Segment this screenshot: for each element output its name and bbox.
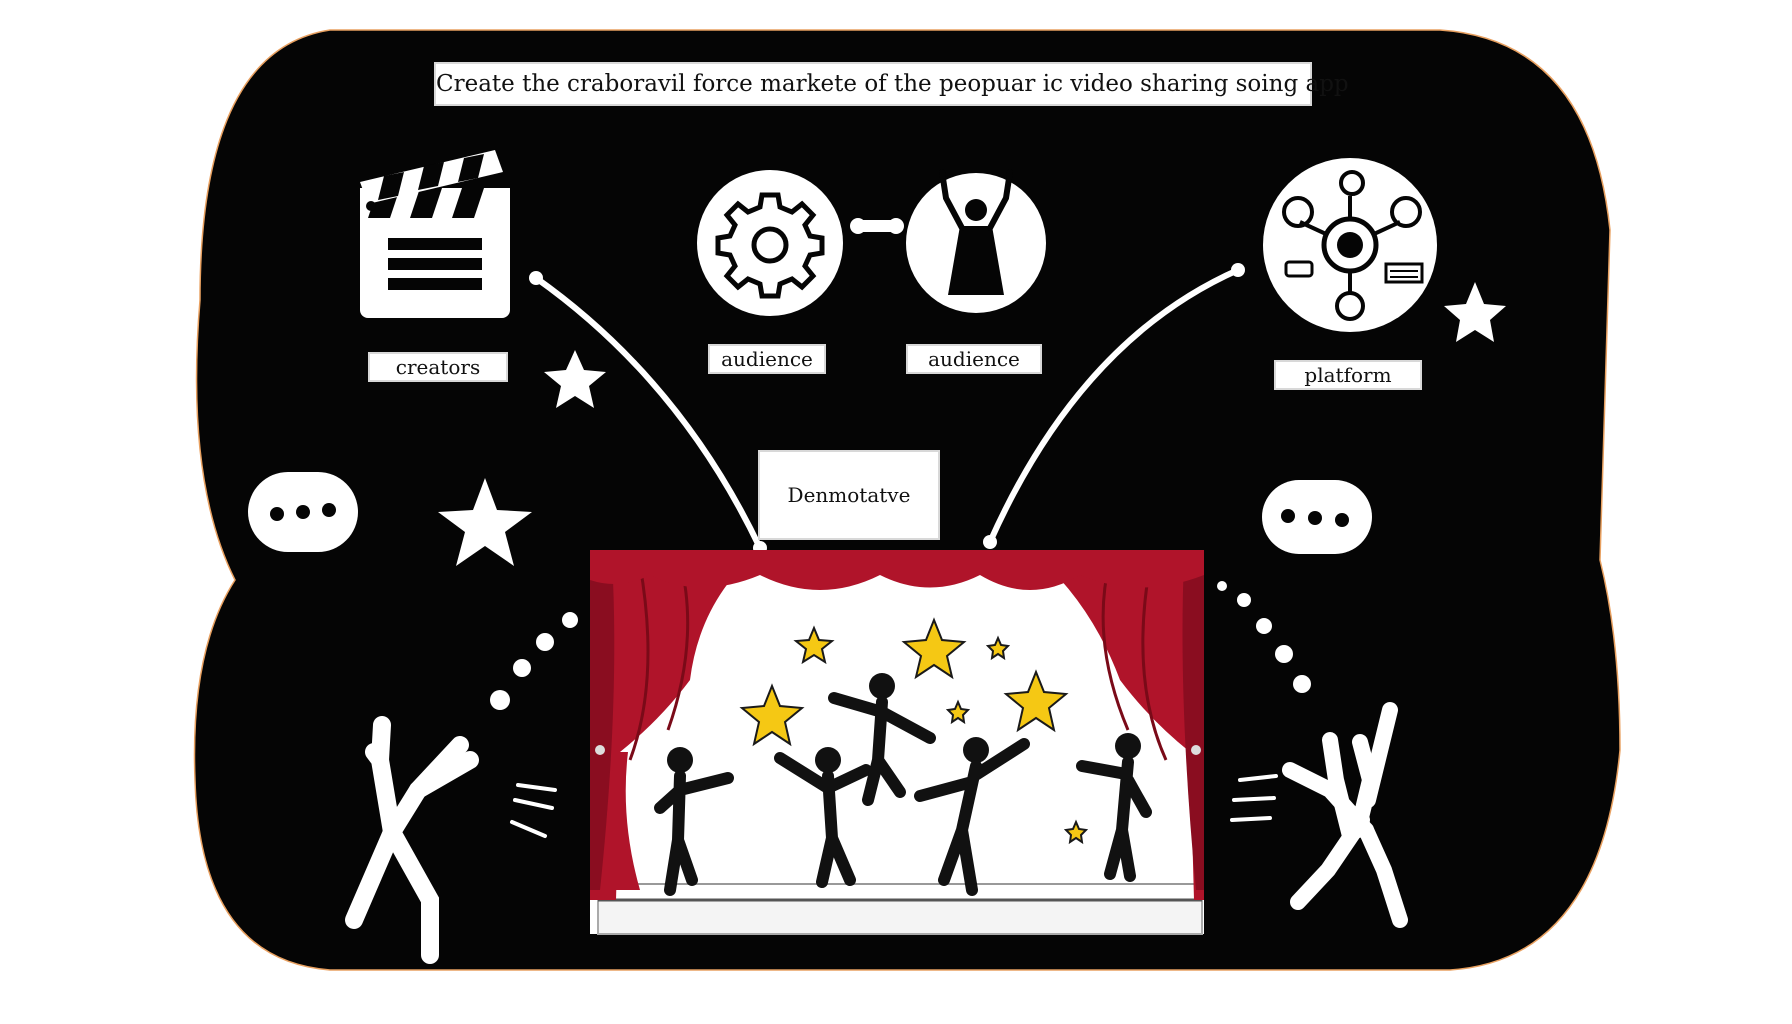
connector-platform-to-stage xyxy=(987,267,1241,545)
curtain-right xyxy=(1030,550,1204,900)
stick-figure-left-icon xyxy=(345,716,479,964)
star-icon xyxy=(544,350,606,408)
star-icon xyxy=(1444,282,1506,342)
connector-end-dot xyxy=(983,535,997,549)
node-label-audience-right: audience xyxy=(906,344,1042,374)
connector-creators-to-stage xyxy=(533,275,763,551)
node-label-platform: platform xyxy=(1274,360,1422,390)
curtain-valance xyxy=(590,550,1204,590)
motion-lines-right xyxy=(1230,774,1278,822)
chat-bubble-icon xyxy=(1262,480,1372,554)
stick-figure-right-icon xyxy=(1282,702,1408,928)
node-label-audience-left: audience xyxy=(708,344,826,374)
dotted-trail-right xyxy=(1217,581,1311,693)
link-icon xyxy=(850,218,904,234)
diagram-title: Create the craboravil force markete of t… xyxy=(434,62,1349,106)
star-icon xyxy=(438,478,532,566)
connector-end-dot xyxy=(1231,263,1245,277)
connector-end-dot xyxy=(529,271,543,285)
motion-lines-left xyxy=(510,783,557,838)
node-label-center: Denmotatve xyxy=(758,450,940,540)
stage-stars xyxy=(739,617,1089,845)
chat-bubble-icon xyxy=(248,472,358,552)
person-arms-raised-icon xyxy=(906,169,1046,313)
curtain-left xyxy=(590,550,760,900)
dotted-trail-left xyxy=(490,612,578,710)
theater-stage-icon xyxy=(590,550,1204,935)
network-hub-icon xyxy=(1263,158,1437,332)
dancer-figures xyxy=(654,673,1152,896)
gear-icon xyxy=(697,170,843,316)
node-label-creators: creators xyxy=(368,352,508,382)
clapperboard-icon xyxy=(360,150,510,318)
